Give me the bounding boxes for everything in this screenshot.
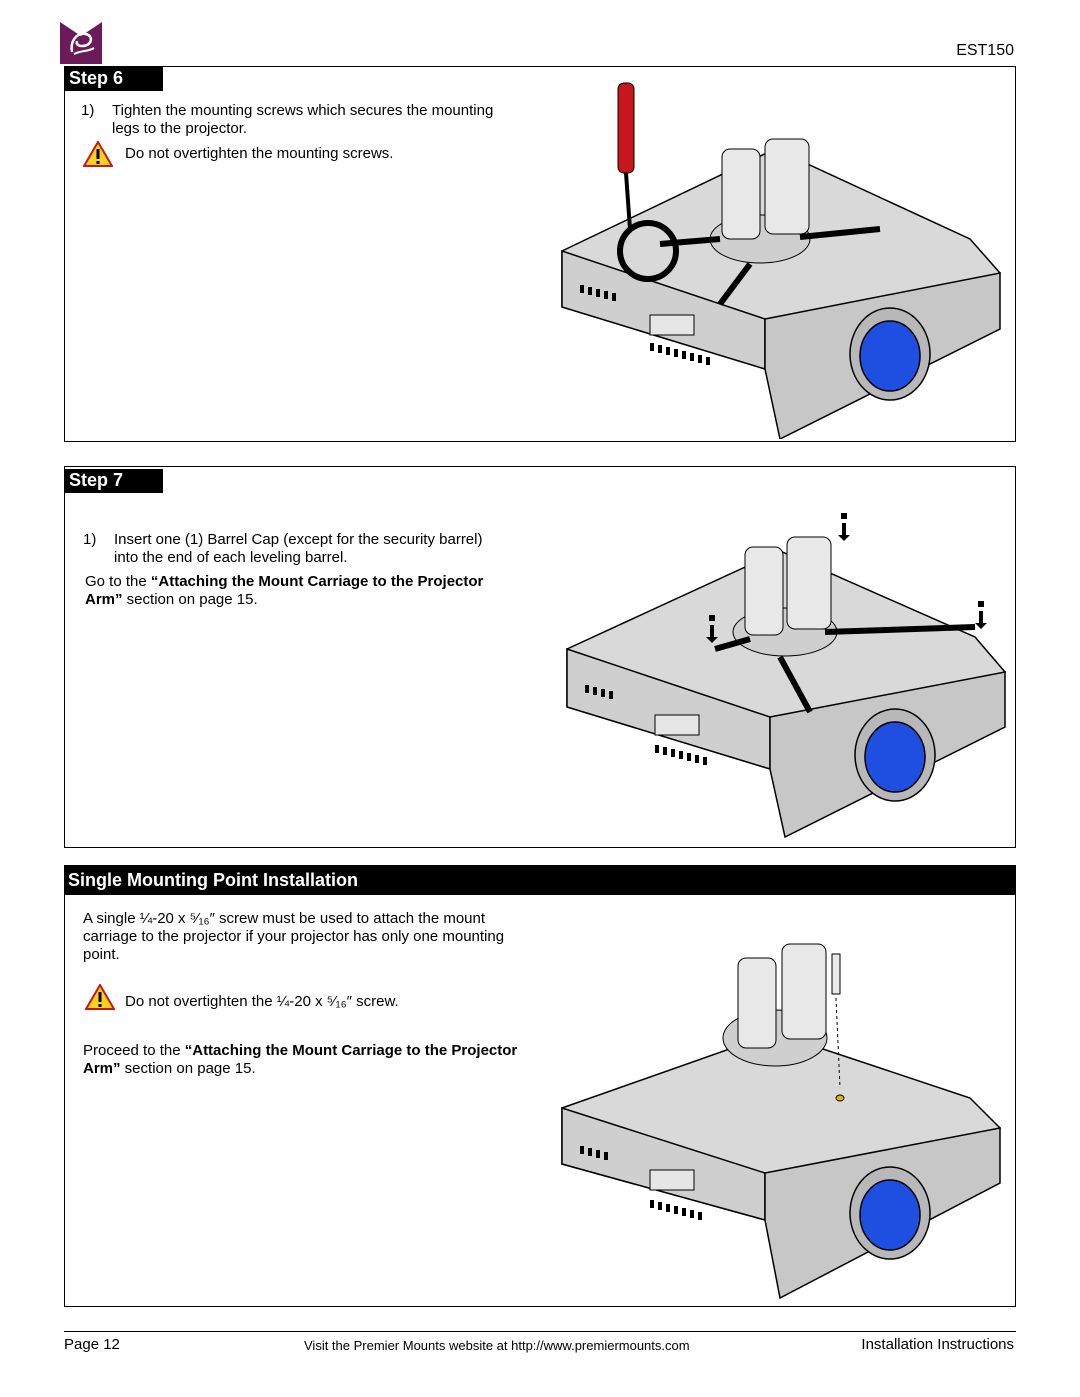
single-warning-text: Do not overtighten the ¼-20 x ⁵⁄₁₆″ scre…	[125, 993, 399, 1010]
step-7-illustration	[555, 507, 1010, 847]
single-intro-text: A single ¼-20 x ⁵⁄₁₆″ screw must be used…	[83, 910, 505, 963]
warning-icon	[84, 983, 116, 1010]
step-7-item-text: Insert one (1) Barrel Cap (except for th…	[114, 531, 483, 566]
page-number: Page 12	[64, 1336, 120, 1353]
step-6-warning-text: Do not overtighten the mounting screws.	[125, 145, 394, 162]
goto-prefix: Go to the	[85, 573, 151, 590]
step-6-item-number: 1)	[81, 102, 95, 119]
step-6-item-text: Tighten the mounting screws which secure…	[112, 102, 494, 137]
proceed-suffix: section on page 15.	[120, 1060, 256, 1077]
model-number: EST150	[956, 42, 1014, 59]
document-type: Installation Instructions	[861, 1336, 1014, 1353]
proceed-prefix: Proceed to the	[83, 1042, 185, 1059]
step-7-section: Step 7 1) Insert one (1) Barrel Cap (exc…	[64, 466, 1016, 848]
step-7-goto-text: Go to the “Attaching the Mount Carriage …	[85, 573, 505, 609]
step-7-title: Step 7	[65, 469, 163, 493]
single-proceed-text: Proceed to the “Attaching the Mount Carr…	[83, 1042, 533, 1078]
step-7-item-number: 1)	[83, 531, 97, 548]
single-mount-illustration	[550, 938, 1010, 1311]
website-text: Visit the Premier Mounts website at http…	[304, 1338, 690, 1353]
warning-icon	[82, 140, 114, 167]
single-mounting-title: Single Mounting Point Installation	[65, 866, 1015, 895]
goto-suffix: section on page 15.	[122, 591, 258, 608]
footer-rule	[64, 1331, 1016, 1332]
step-6-title: Step 6	[65, 67, 163, 91]
step-6-section: Step 6 1) Tighten the mounting screws wh…	[64, 66, 1016, 442]
single-mounting-section: Single Mounting Point Installation A sin…	[64, 865, 1016, 1307]
goto-link-title: “Attaching the Mount Carriage to the Pro…	[85, 573, 484, 608]
step-6-illustration	[550, 79, 1005, 444]
premier-mounts-logo	[60, 22, 102, 64]
proceed-link-title: “Attaching the Mount Carriage to the Pro…	[83, 1042, 518, 1077]
